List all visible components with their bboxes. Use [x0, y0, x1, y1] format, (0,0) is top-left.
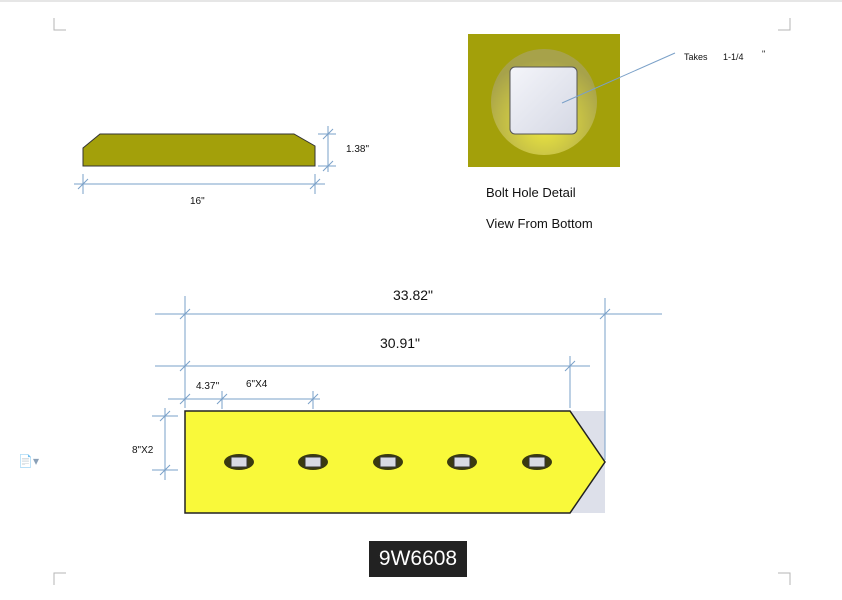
document-options-icon[interactable]: 📄▾	[18, 454, 39, 468]
crop-mark	[53, 18, 66, 31]
bolt-detail-subtitle: View From Bottom	[486, 216, 593, 231]
side-profile	[82, 133, 316, 167]
side-height-label: 1.38"	[346, 144, 369, 155]
hole-spacing-label: 6"X4	[246, 379, 268, 390]
page-top-border	[0, 0, 842, 2]
callout-prefix: Takes	[684, 52, 708, 62]
side-dimensions	[74, 126, 336, 194]
main-dimensions	[152, 296, 662, 480]
callout-unit: "	[762, 49, 765, 59]
callout-leader	[561, 52, 676, 104]
overall-length-label: 33.82"	[393, 287, 433, 303]
crop-mark	[778, 572, 791, 585]
square-bolt-hole	[509, 66, 578, 135]
first-hole-label: 4.37''	[196, 381, 219, 392]
part-number-label: 9W6608	[369, 541, 467, 577]
callout-size: 1-1/4	[723, 52, 744, 62]
bolt-detail-title: Bolt Hole Detail	[486, 185, 576, 200]
side-length-label: 16"	[190, 196, 205, 207]
width-label: 8"X2	[132, 445, 154, 456]
edge-length-label: 30.91"	[380, 335, 420, 351]
crop-mark	[778, 18, 791, 31]
bolt-holes	[224, 454, 552, 470]
crop-mark	[53, 572, 66, 585]
